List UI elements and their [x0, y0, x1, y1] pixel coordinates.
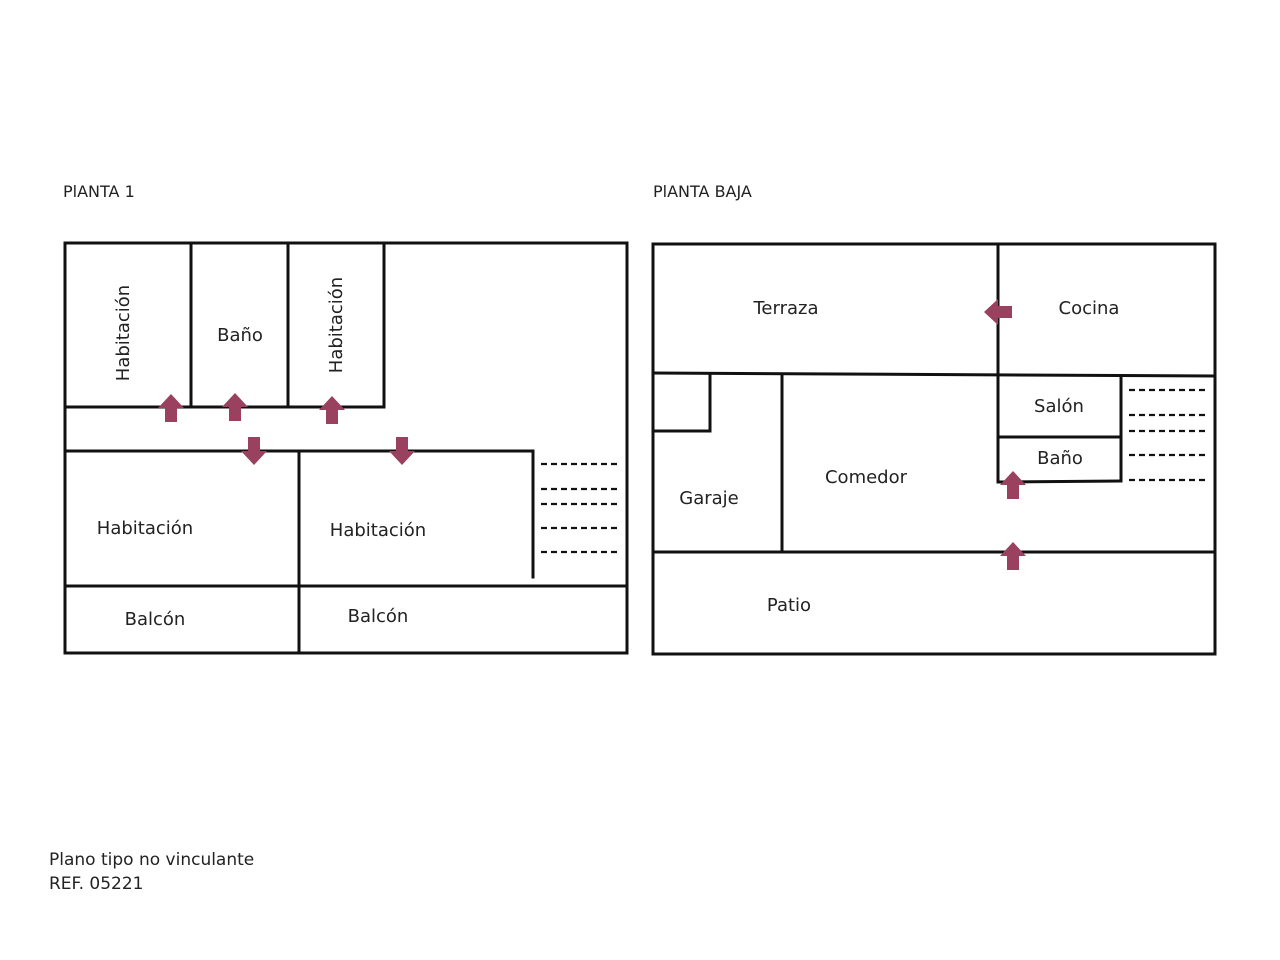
door-arrow-left-icon	[984, 299, 1012, 325]
door-arrows-planta-baja	[984, 299, 1026, 570]
outer-wall	[651, 242, 1217, 656]
room-label-balcon: Balcón	[348, 606, 409, 627]
door-arrow-down-icon	[241, 437, 267, 465]
room-label-terraza: Terraza	[752, 298, 818, 319]
door-arrow-up-icon	[158, 394, 184, 422]
door-arrow-up-icon	[1000, 471, 1026, 499]
room-labels-planta-baja: Terraza Cocina Salón Baño Garaje Comedor…	[679, 298, 1119, 616]
room-label-garaje: Garaje	[679, 488, 738, 509]
room-label-comedor: Comedor	[825, 467, 908, 488]
door-arrow-up-icon	[222, 393, 248, 421]
plan-heading-planta-baja: PlANTA BAJA	[653, 182, 752, 201]
room-label-bano: Baño	[217, 325, 263, 346]
outer-wall	[63, 241, 629, 655]
door-arrow-down-icon	[389, 437, 415, 465]
door-arrow-up-icon	[1000, 542, 1026, 570]
room-label-habitacion: Habitación	[113, 285, 134, 381]
door-arrows-planta-1	[158, 393, 415, 465]
disclaimer-text: Plano tipo no vinculante	[49, 850, 255, 870]
plan-heading-planta-1: PlANTA 1	[63, 182, 135, 201]
plan-planta-baja: PlANTA BAJA Terraza Coc	[651, 182, 1217, 656]
room-label-habitacion: Habitación	[330, 520, 426, 541]
room-label-cocina: Cocina	[1059, 298, 1120, 319]
stairs-planta-baja	[1129, 388, 1209, 482]
room-labels-planta-1: Habitación Baño Habitación Habitación Ha…	[97, 277, 426, 630]
door-arrow-up-icon	[319, 396, 345, 424]
room-label-habitacion: Habitación	[326, 277, 347, 373]
room-label-bano: Baño	[1037, 448, 1083, 469]
plan-planta-1: PlANTA 1 Habitación	[63, 182, 629, 655]
plan-footer: Plano tipo no vinculante REF. 05221	[49, 848, 254, 896]
reference-code: REF. 05221	[49, 874, 144, 894]
room-label-salon: Salón	[1034, 396, 1084, 417]
stairs-planta-1	[541, 462, 621, 554]
room-label-balcon: Balcón	[125, 609, 186, 630]
room-label-habitacion: Habitación	[97, 518, 193, 539]
wall	[651, 371, 1217, 378]
walls-planta-baja	[651, 242, 1217, 656]
room-label-patio: Patio	[767, 595, 811, 616]
